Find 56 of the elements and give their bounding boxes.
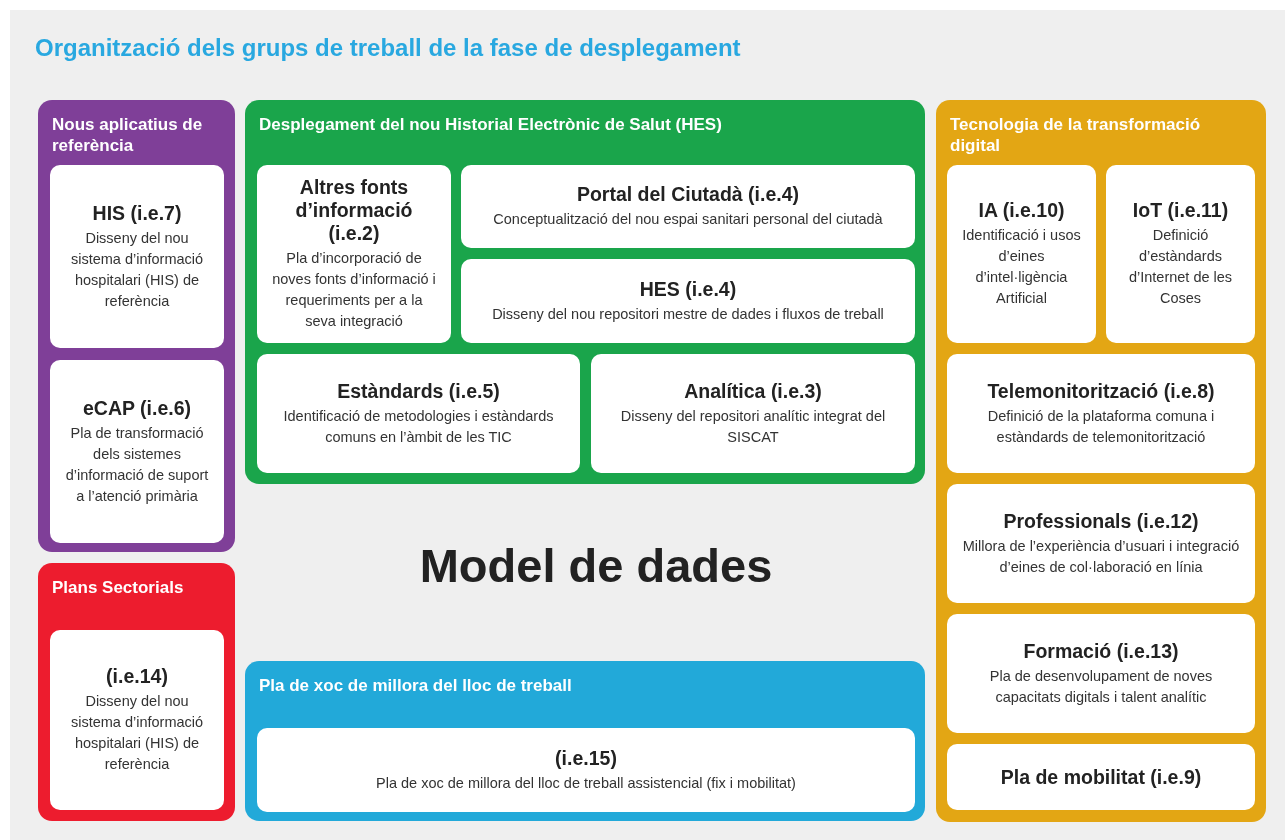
card-description: Disseny del nou sistema d’informació hospitalari (HIS) de referència	[69, 692, 205, 774]
card-heading: Analítica (i.e.3)	[684, 379, 822, 403]
group-panel	[38, 563, 235, 821]
card-description: Disseny del repositori analític integrat del SISCAT	[619, 406, 887, 447]
group-heading: Tecnologia de la transformació digital	[950, 114, 1202, 156]
card-description: Pla de desenvolupament de noves capacitats digitals i talent analític	[988, 666, 1214, 707]
card-heading: Professionals (i.e.12)	[1003, 509, 1199, 533]
card	[947, 744, 1255, 810]
card-heading: IoT (i.e.11)	[1132, 199, 1229, 222]
card-description: Millora de l’experiència d’usuari i integració d’eines de col·laboració en línia	[961, 536, 1241, 577]
card-heading: (i.e.14)	[106, 665, 168, 688]
card	[50, 165, 224, 348]
card	[1106, 165, 1255, 343]
card	[461, 259, 915, 343]
card-description: Definició de la plataforma comuna i estàndards de telemonitorització	[986, 406, 1216, 447]
card-description: Identificació de metodologies i estàndards comuns en l’àmbit de les TIC	[282, 406, 555, 447]
card-description: Pla d’incorporació de noves fonts d’informació i requeriments per a la seva integració	[271, 249, 437, 331]
card	[50, 360, 224, 543]
card-heading: Portal del Ciutadà (i.e.4)	[576, 183, 800, 206]
card-heading: HIS (i.e.7)	[92, 201, 182, 225]
card	[947, 614, 1255, 733]
group-heading: Nous aplicatius de referència	[52, 114, 204, 156]
group-panel	[245, 661, 925, 821]
card-heading: (i.e.15)	[555, 746, 617, 770]
card-heading: IA (i.e.10)	[978, 199, 1065, 222]
card-description: Conceptualització del nou espai sanitari personal del ciutadà	[493, 210, 883, 229]
card-description: Disseny del nou repositori mestre de dades i fluxos de treball	[492, 304, 884, 324]
card-heading: Formació (i.e.13)	[1023, 639, 1179, 663]
card-description: Identificació i usos d’eines d’intel·ligència Artificial	[961, 226, 1082, 308]
card	[591, 354, 915, 473]
card-description: Pla de transformació dels sistemes d’informació de suport a l’atenció primària	[64, 423, 210, 506]
card-heading: eCAP (i.e.6)	[83, 396, 191, 420]
card	[947, 354, 1255, 473]
group-panel	[245, 100, 925, 484]
card-heading: Telemonitorització (i.e.8)	[987, 379, 1215, 403]
group-heading: Plans Sectorials	[52, 577, 185, 598]
group-heading: Pla de xoc de millora del lloc de treball	[259, 675, 573, 696]
card-description: Pla de xoc de millora del lloc de treball assistencial (fix i mobilitat)	[376, 773, 796, 793]
card	[50, 630, 224, 810]
card	[947, 484, 1255, 603]
center-label: Model de dades	[418, 538, 774, 593]
card-heading: Altres fonts d’informació (i.e.2)	[294, 176, 414, 245]
card-description: Disseny del nou sistema d’informació hospitalari (HIS) de referència	[69, 228, 205, 311]
card-heading: Pla de mobilitat (i.e.9)	[1000, 765, 1202, 789]
diagram-title: Organització dels grups de treball de la fase de desplegament	[35, 34, 741, 62]
card	[461, 165, 915, 248]
card	[257, 165, 451, 343]
card-description: Definició d’estàndards d’Internet de les Coses	[1127, 226, 1234, 308]
group-panel	[38, 100, 235, 552]
card-heading: HES (i.e.4)	[639, 277, 737, 301]
group-heading: Desplegament del nou Historial Electrònic de Salut (HES)	[259, 114, 723, 135]
group-panel	[936, 100, 1266, 822]
card	[947, 165, 1096, 343]
card-heading: Estàndards (i.e.5)	[337, 379, 500, 403]
card	[257, 354, 580, 473]
card	[257, 728, 915, 812]
